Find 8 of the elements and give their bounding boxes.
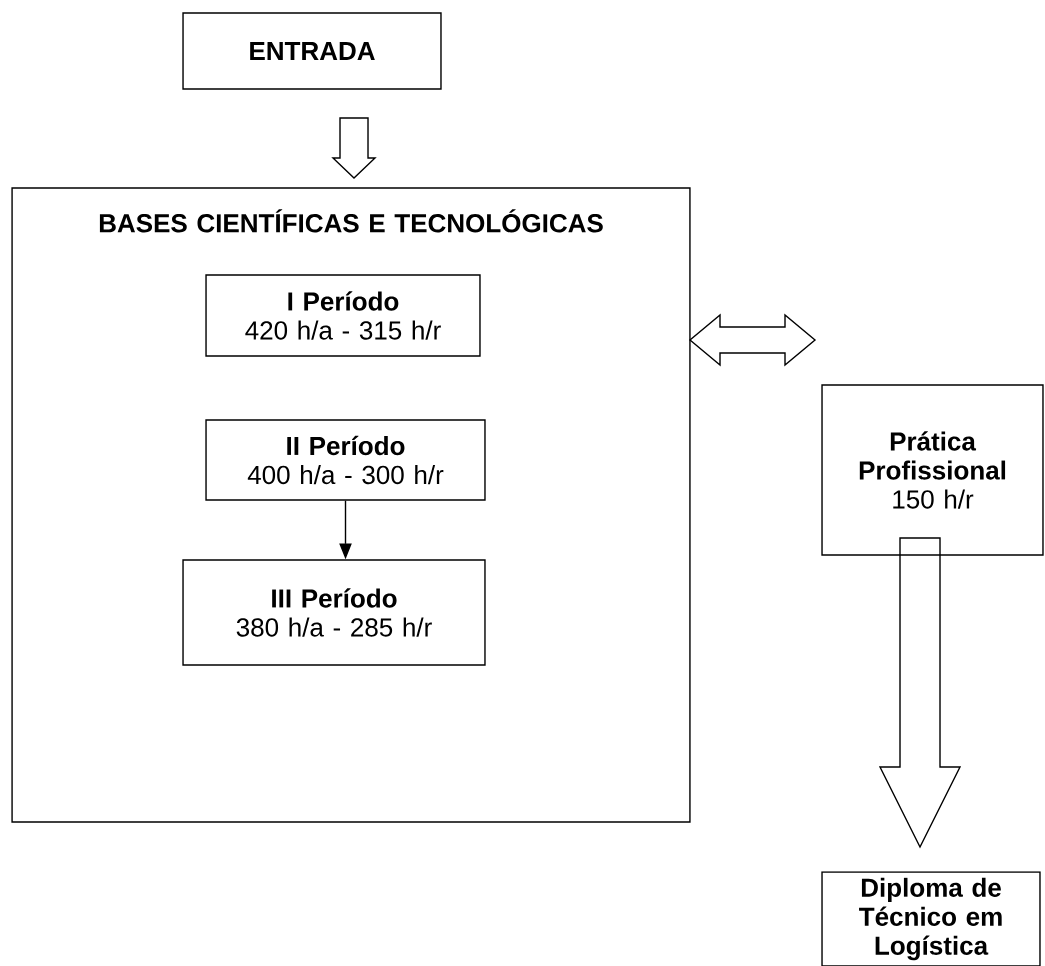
- period-box: III Período 380 h/a - 285 h/r: [182, 559, 486, 666]
- block-arrow: [331, 117, 377, 179]
- process-box: ENTRADA: [182, 12, 442, 90]
- process-box: Prática Profissional 150 h/r: [821, 384, 1044, 556]
- process-box: Diploma de Técnico em Logística: [821, 871, 1041, 966]
- block-arrow: [878, 537, 962, 849]
- period-box: II Período 400 h/a - 300 h/r: [205, 419, 486, 501]
- period-box: I Período 420 h/a - 315 h/r: [205, 274, 481, 357]
